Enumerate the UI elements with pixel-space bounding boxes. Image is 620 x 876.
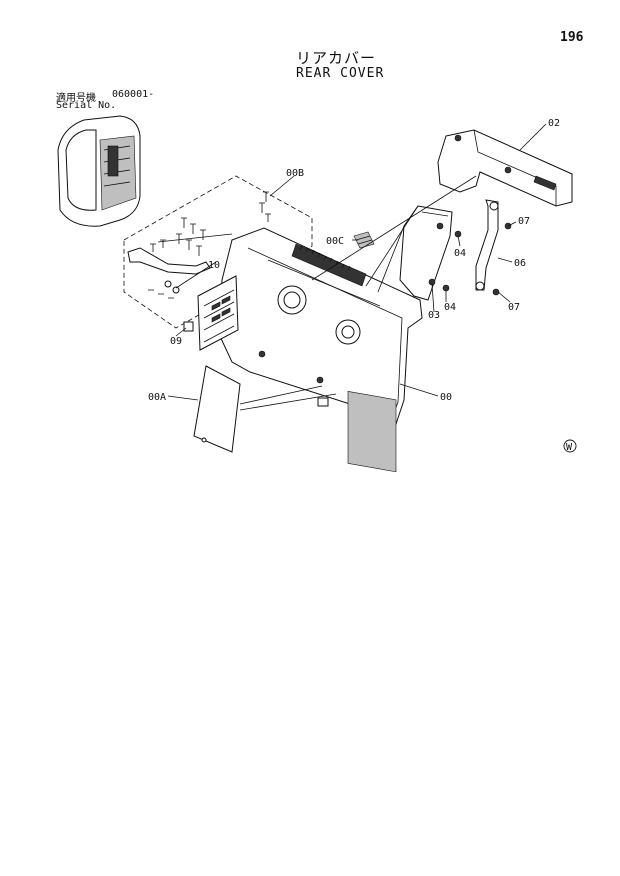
page-title-japanese: リアカバー	[296, 49, 377, 67]
callout-labels: 02 00B 00C 07 04 06 10 04 07 03 09 00A 0…	[148, 118, 560, 403]
callout-07-upper: 07	[518, 216, 530, 227]
bolts-04-07	[442, 222, 512, 296]
callout-02: 02	[548, 118, 560, 129]
callout-04-lower: 04	[444, 302, 456, 313]
callout-00a: 00A	[148, 392, 166, 403]
callout-07-lower: 07	[508, 302, 520, 313]
circled-mark-letter: W	[566, 442, 573, 453]
callout-10: 10	[208, 260, 220, 271]
grommet-09	[183, 321, 194, 332]
circled-mark: W	[563, 439, 577, 453]
callout-00b: 00B	[286, 168, 304, 179]
callout-09: 09	[170, 336, 182, 347]
callout-06: 06	[514, 258, 526, 269]
bracket-plate	[127, 247, 211, 275]
side-bracket-03	[399, 205, 453, 301]
bolt-set-00b	[148, 191, 271, 299]
page-number: 196	[560, 30, 584, 45]
callout-03: 03	[428, 310, 440, 321]
upper-cover-02	[437, 129, 573, 207]
serial-number-value: 060001-	[112, 89, 155, 100]
side-vent-panel	[197, 275, 239, 351]
machine-locator-thumbnail	[57, 115, 141, 227]
clips-10	[164, 280, 180, 294]
callout-00c: 00C	[326, 236, 344, 247]
callout-00: 00	[440, 392, 452, 403]
handrail-pipe-06	[475, 199, 499, 291]
leader-lines	[157, 123, 547, 411]
serial-label-english: Serial No.	[56, 100, 117, 111]
callout-04-upper: 04	[454, 248, 466, 259]
serial-label-japanese: 適用号機	[56, 93, 96, 104]
rear-cover-main-panel	[217, 227, 423, 473]
access-cover-00a	[193, 365, 241, 453]
page-title-english: REAR COVER	[296, 66, 385, 81]
